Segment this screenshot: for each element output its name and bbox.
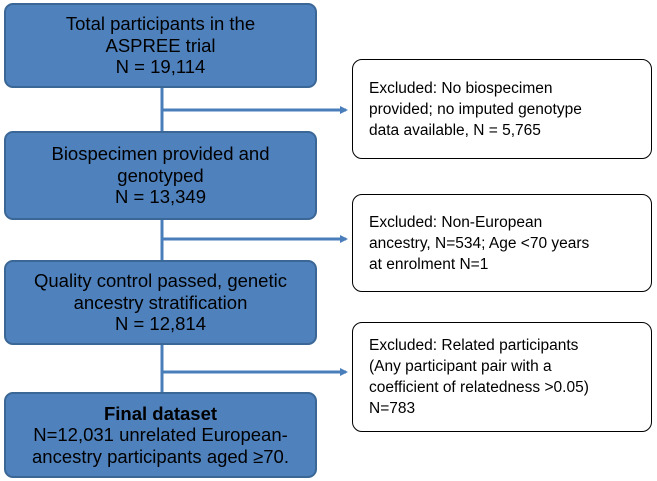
box-text-line: Biospecimen provided and <box>51 143 270 165</box>
genotyped-box: Biospecimen provided and genotyped N = 1… <box>4 131 317 220</box>
box-text-line: N=12,031 unrelated European- <box>33 424 288 446</box>
box-count: N = 12,814 <box>114 313 207 335</box>
exclusion-box-2: Excluded: Non-European ancestry, N=534; … <box>352 194 652 292</box>
exclusion-text-line: Excluded: No biospecimen <box>369 79 553 97</box>
exclusion-text-line: ancestry, N=534; Age <70 years <box>369 234 590 252</box>
exclusion-text-line: coefficient of relatedness >0.05) <box>369 379 589 396</box>
box-text-line: ASPREE trial <box>105 34 216 56</box>
box-text-line: genotyped <box>117 164 204 186</box>
final-dataset-title: Final dataset <box>103 402 218 424</box>
box-text-line: Quality control passed, genetic <box>34 270 287 292</box>
box-text-line: ancestry stratification <box>73 291 248 313</box>
box-count: N = 13,349 <box>114 186 207 208</box>
exclusion-text-line: Excluded: Non-European <box>369 213 543 231</box>
exclusion-text-line: provided; no imputed genotype <box>369 100 582 118</box>
total-participants-box: Total participants in the ASPREE trial N… <box>4 3 317 88</box>
exclusion-text-line: at enrolment N=1 <box>369 255 489 273</box>
exclusion-text-line: data available, N = 5,765 <box>369 121 541 139</box>
exclusion-text-line: N=783 <box>369 400 416 417</box>
box-text-line: ancestry participants aged ≥70. <box>32 445 289 467</box>
exclusion-box-3: Excluded: Related participants (Any part… <box>352 322 652 432</box>
exclusion-box-1: Excluded: No biospecimen provided; no im… <box>352 59 652 159</box>
box-text-line: Total participants in the <box>65 13 256 35</box>
quality-control-box: Quality control passed, genetic ancestry… <box>4 260 317 345</box>
exclusion-text-line: (Any participant pair with a <box>369 358 552 375</box>
exclusion-text-line: Excluded: Related participants <box>369 337 579 354</box>
box-count: N = 19,114 <box>115 56 206 78</box>
final-dataset-box: Final dataset N=12,031 unrelated Europea… <box>4 392 317 478</box>
